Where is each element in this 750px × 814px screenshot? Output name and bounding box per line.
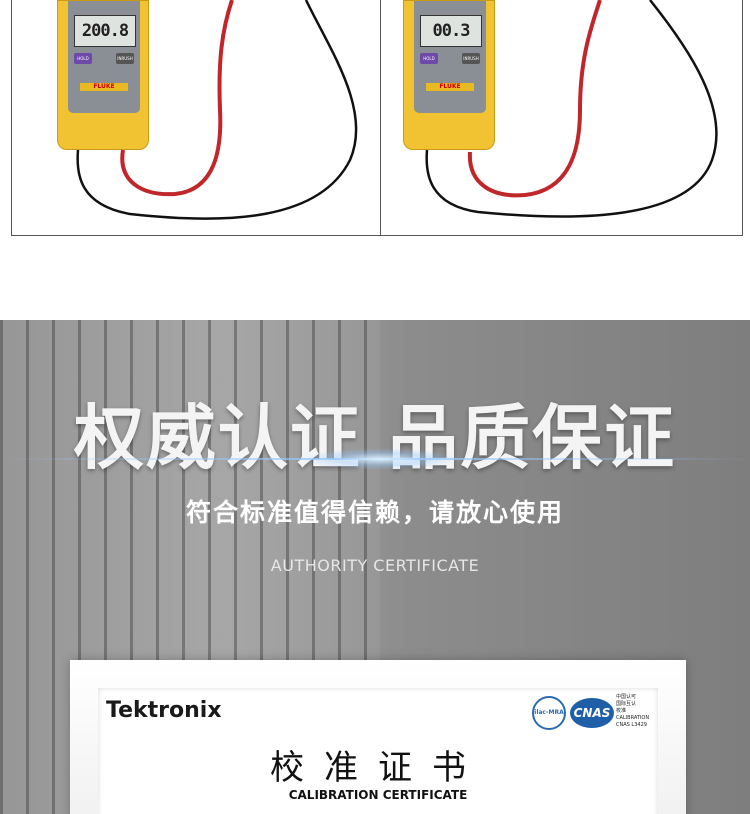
red-lead-left [120,0,234,197]
left-diagram-panel: 200.8 HOLD INRUSH FLUKE [11,0,381,236]
certification-banner: 权威认证 品质保证 符合标准值得信赖，请放心使用 AUTHORITY CERTI… [0,320,750,814]
meter-display: 00.3 [420,15,482,47]
certificate-title-en: CALIBRATION CERTIFICATE [288,788,468,802]
certificate-title-cn: 校准证书 [270,748,486,788]
banner-subtitle-en: AUTHORITY CERTIFICATE [270,556,480,575]
hold-button: HOLD [74,53,92,64]
glow-highlight [300,448,460,470]
cnas-logo: CNAS [570,698,614,728]
meter-face: 200.8 HOLD INRUSH FLUKE [68,1,140,113]
certificate: Tektronix ilac-MRA CNAS 中国认可 国际互认 校准 CAL… [98,688,658,814]
brand-label: FLUKE [426,83,474,91]
clamp-meter-left: 200.8 HOLD INRUSH FLUKE [57,0,149,150]
banner-subtitle: 符合标准值得信赖，请放心使用 [185,498,564,527]
inrush-button: INRUSH [462,53,480,64]
clamp-meter-right: 00.3 HOLD INRUSH FLUKE [403,0,495,150]
black-lead-right [425,0,718,218]
cnas-info: 中国认可 国际互认 校准 CALIBRATION CNAS L3429 [616,694,650,728]
accreditation-logos: ilac-MRA CNAS 中国认可 国际互认 校准 CALIBRATION C… [532,692,654,732]
meter-face: 00.3 HOLD INRUSH FLUKE [414,1,486,113]
wiring-diagram-section: 200.8 HOLD INRUSH FLUKE 00.3 HOLD INRUSH… [0,0,750,320]
meter-display: 200.8 [74,15,136,47]
black-lead-left [76,0,358,220]
ilac-mra-logo: ilac-MRA [532,696,566,730]
red-lead-right [467,0,602,198]
inrush-button: INRUSH [116,53,134,64]
hold-button: HOLD [420,53,438,64]
company-logo: Tektronix [106,698,222,723]
test-leads [76,0,718,220]
brand-label: FLUKE [80,83,128,91]
certificate-frame: Tektronix ilac-MRA CNAS 中国认可 国际互认 校准 CAL… [70,660,686,814]
